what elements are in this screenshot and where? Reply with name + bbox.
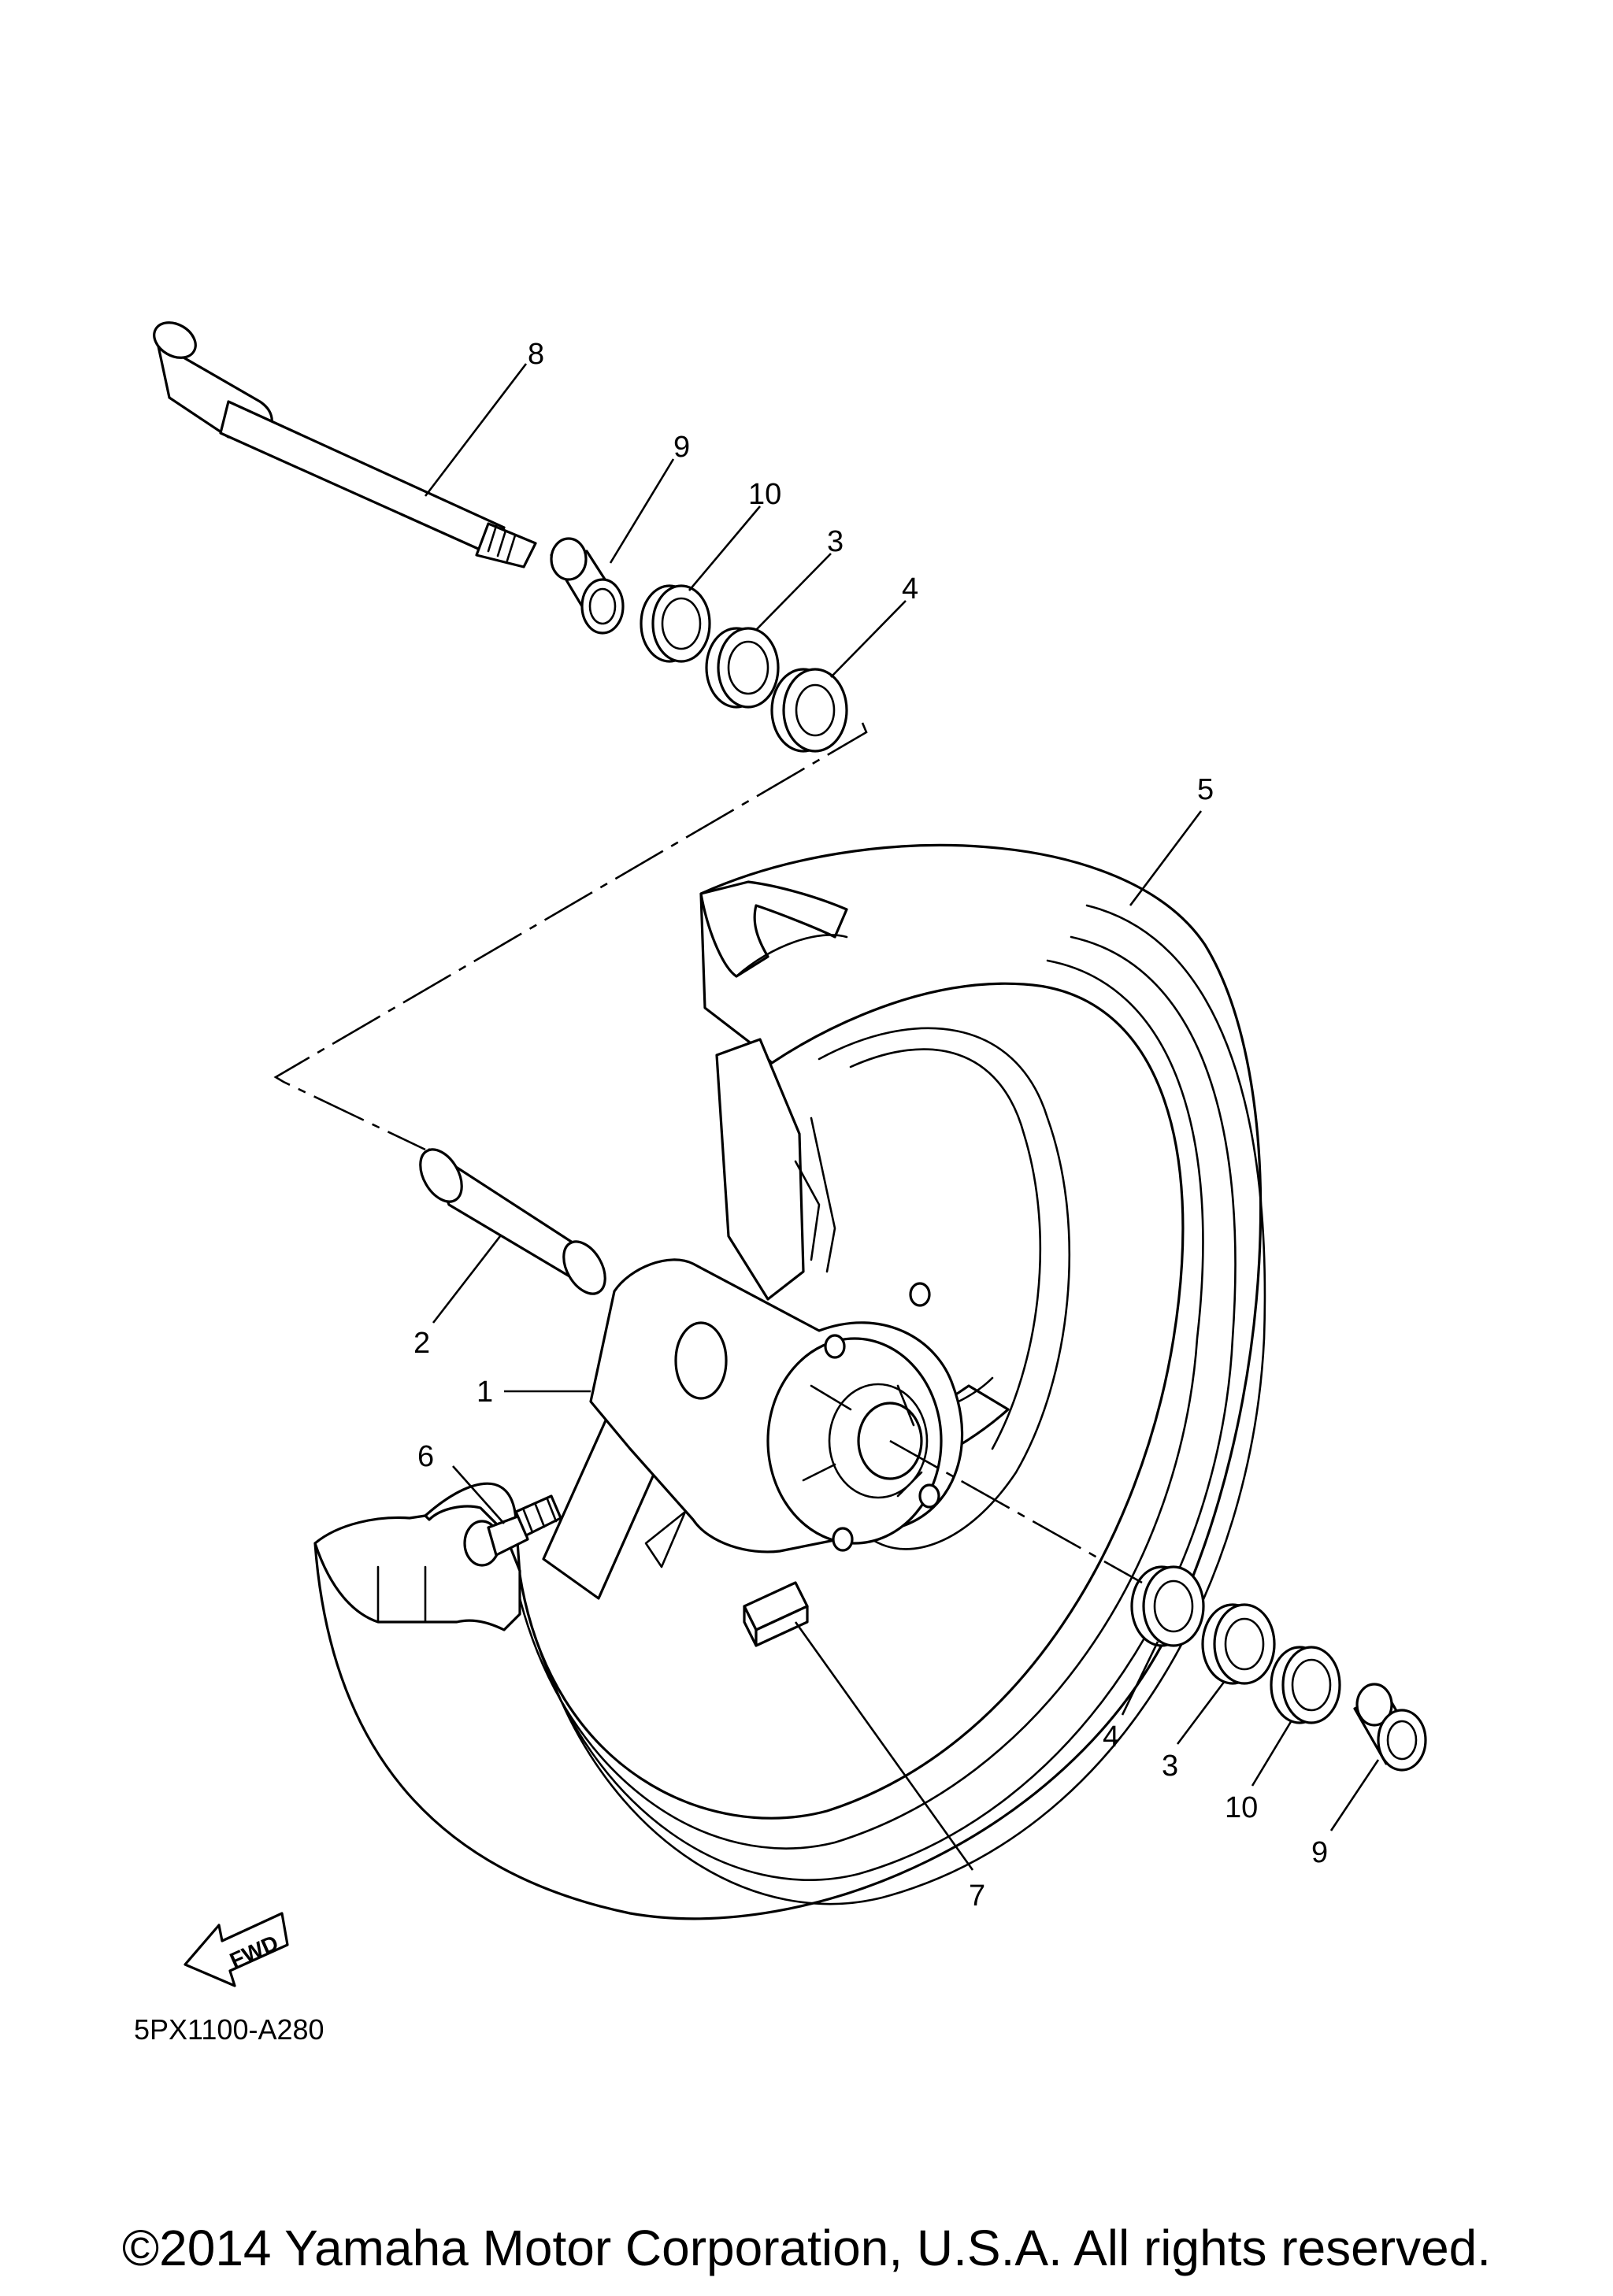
callout-5: 5 [1197,773,1214,806]
callout-2: 2 [413,1327,430,1360]
wheel-axle[interactable] [148,316,537,568]
callout-6: 6 [417,1440,434,1473]
callout-4-top: 4 [902,572,918,605]
callout-9-bottom: 9 [1311,1836,1328,1869]
axis-centerline-bottom [889,1439,1143,1584]
axis-centerline-top [273,722,868,1151]
bearing-bottom-3[interactable] [1201,1603,1276,1685]
callout-9-top: 9 [673,431,690,464]
callout-10-bottom: 10 [1225,1791,1258,1824]
collar-top[interactable] [550,537,625,635]
callout-3-bottom: 3 [1162,1750,1178,1783]
callout-8: 8 [528,338,544,371]
bearing-top-4[interactable] [770,668,848,753]
tire-valve[interactable] [463,1494,562,1567]
bearing-top-3[interactable] [705,627,780,709]
hub-assembly[interactable] [589,1258,964,1554]
bearing-bottom-4[interactable] [1130,1565,1205,1647]
oil-seal-bottom[interactable] [1270,1646,1341,1724]
collar-spacer[interactable] [412,1142,614,1301]
leader-lines [424,363,1380,1871]
callout-7: 7 [969,1879,985,1913]
collar-bottom[interactable] [1353,1683,1427,1772]
callout-numbers: 8 9 10 3 4 5 2 1 6 4 3 10 9 7 [413,338,1328,1913]
callout-4-bottom: 4 [1103,1720,1119,1753]
callout-1: 1 [476,1376,493,1409]
balance-weight[interactable] [743,1581,809,1647]
diagram-code: 5PX1100-A280 [134,2013,324,2046]
fwd-arrow-icon: FWD [184,1912,289,1987]
callout-3-top: 3 [827,525,844,558]
copyright-notice: ©2014 Yamaha Motor Corporation, U.S.A. A… [121,2220,1492,2276]
callout-10-top: 10 [748,478,781,511]
oil-seal-top[interactable] [640,584,711,663]
